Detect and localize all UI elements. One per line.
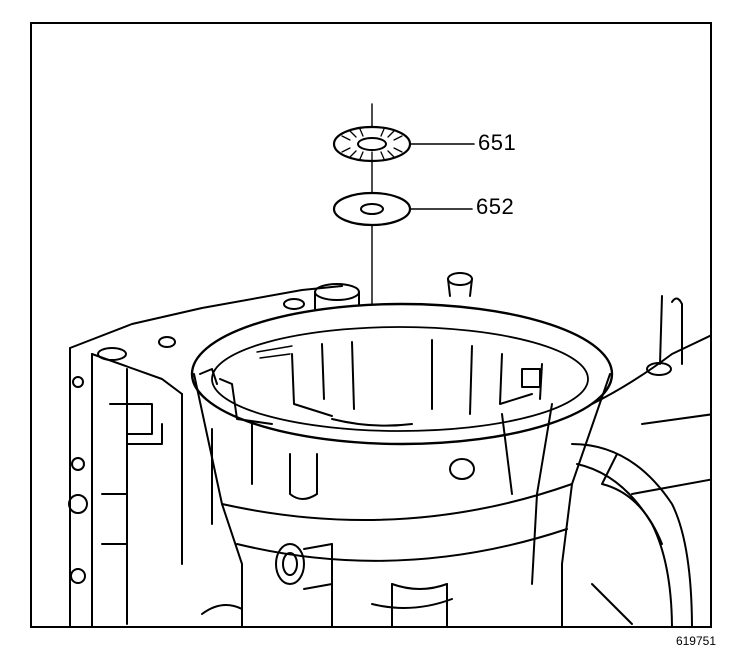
callout-label-652: 652 — [476, 194, 515, 219]
figure-code: 619751 — [675, 634, 716, 648]
diagram-frame: 651 652 — [30, 22, 712, 628]
washer-652 — [332, 191, 412, 227]
transmission-case-illustration — [68, 103, 710, 626]
callout-label-651: 651 — [478, 130, 517, 155]
thrust-bearing-651 — [332, 125, 412, 163]
case-housing — [68, 272, 710, 626]
